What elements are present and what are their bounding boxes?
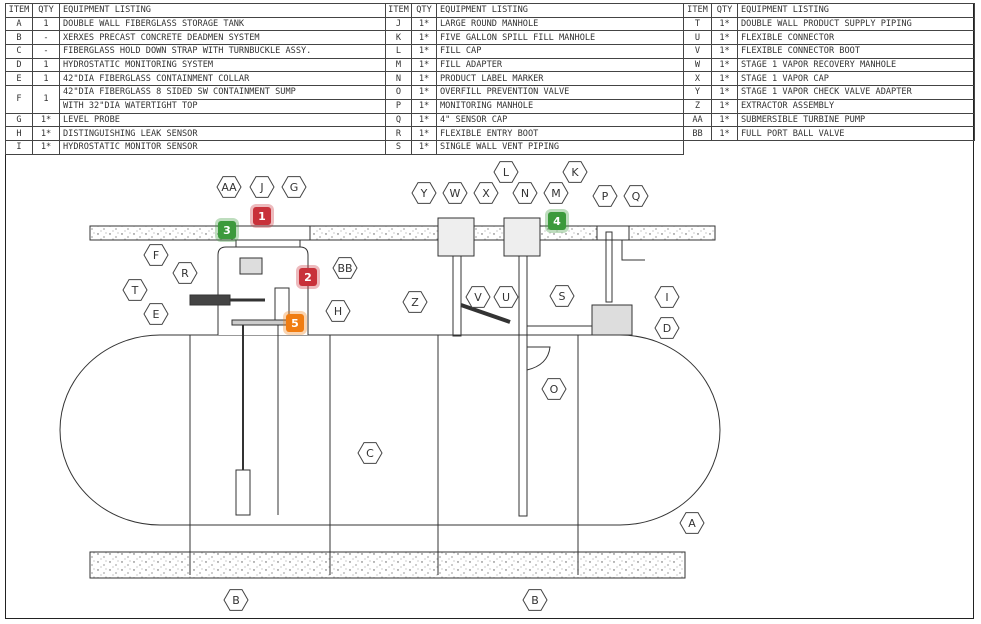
callout-label: M — [551, 187, 561, 200]
callout-label: Y — [420, 187, 428, 200]
marker-badge-5[interactable]: 5 — [286, 314, 304, 332]
callout-s: S — [549, 285, 575, 307]
callout-label: A — [688, 517, 696, 530]
callout-label: C — [366, 447, 374, 460]
callout-y: Y — [411, 182, 437, 204]
callout-q: Q — [623, 185, 649, 207]
callout-label: B — [531, 594, 539, 607]
callout-label: N — [521, 187, 529, 200]
callout-label: BB — [337, 262, 352, 275]
callout-label: P — [602, 190, 609, 203]
callout-label: T — [131, 284, 139, 297]
callout-label: J — [259, 181, 263, 194]
callout-label: AA — [221, 181, 237, 194]
callout-g: G — [281, 176, 307, 198]
callout-label: I — [665, 291, 668, 304]
hold-down-straps — [189, 335, 579, 575]
callout-v: V — [465, 286, 491, 308]
callout-w: W — [442, 182, 468, 204]
callout-b: B — [522, 589, 548, 611]
callout-x: X — [473, 182, 499, 204]
marker-badge-4[interactable]: 4 — [548, 212, 566, 230]
marker-badge-1[interactable]: 1 — [253, 207, 271, 225]
callout-label: Z — [411, 296, 419, 309]
callout-c: C — [357, 442, 383, 464]
deadmen-slab — [89, 551, 686, 579]
item-description: SINGLE WALL VENT PIPING — [436, 139, 684, 155]
item-description: FULL PORT BALL VALVE — [737, 126, 975, 141]
storage-tank — [59, 334, 721, 526]
item-qty: 1* — [711, 126, 738, 141]
callout-l: L — [493, 161, 519, 183]
callout-label: R — [181, 267, 189, 280]
callout-a: A — [679, 512, 705, 534]
marker-badge-2[interactable]: 2 — [299, 268, 317, 286]
callout-label: K — [571, 166, 579, 179]
callout-b: B — [223, 589, 249, 611]
callout-i: I — [654, 286, 680, 308]
callout-aa: AA — [216, 176, 242, 198]
callout-o: O — [541, 378, 567, 400]
callout-label: D — [663, 322, 671, 335]
callout-label: B — [232, 594, 240, 607]
callout-label: E — [153, 308, 160, 321]
callout-label: F — [153, 249, 159, 262]
callout-z: Z — [402, 291, 428, 313]
callout-u: U — [493, 286, 519, 308]
callout-m: M — [543, 182, 569, 204]
callout-k: K — [562, 161, 588, 183]
callout-label: G — [290, 181, 299, 194]
callout-e: E — [143, 303, 169, 325]
callout-label: X — [482, 187, 490, 200]
callout-label: S — [559, 290, 566, 303]
callout-h: H — [325, 300, 351, 322]
callout-d: D — [654, 317, 680, 339]
callout-j: J — [249, 176, 275, 198]
callout-label: O — [550, 383, 559, 396]
callout-t: T — [122, 279, 148, 301]
callout-f: F — [143, 244, 169, 266]
callout-label: H — [334, 305, 342, 318]
callout-label: V — [474, 291, 482, 304]
item-qty: 1 — [32, 85, 60, 114]
callout-n: N — [512, 182, 538, 204]
callout-label: Q — [632, 190, 641, 203]
callout-bb: BB — [332, 257, 358, 279]
callout-label: L — [503, 166, 510, 179]
callout-label: U — [502, 291, 510, 304]
marker-badge-3[interactable]: 3 — [218, 221, 236, 239]
callout-r: R — [172, 262, 198, 284]
callout-p: P — [592, 185, 618, 207]
callout-label: W — [450, 187, 461, 200]
